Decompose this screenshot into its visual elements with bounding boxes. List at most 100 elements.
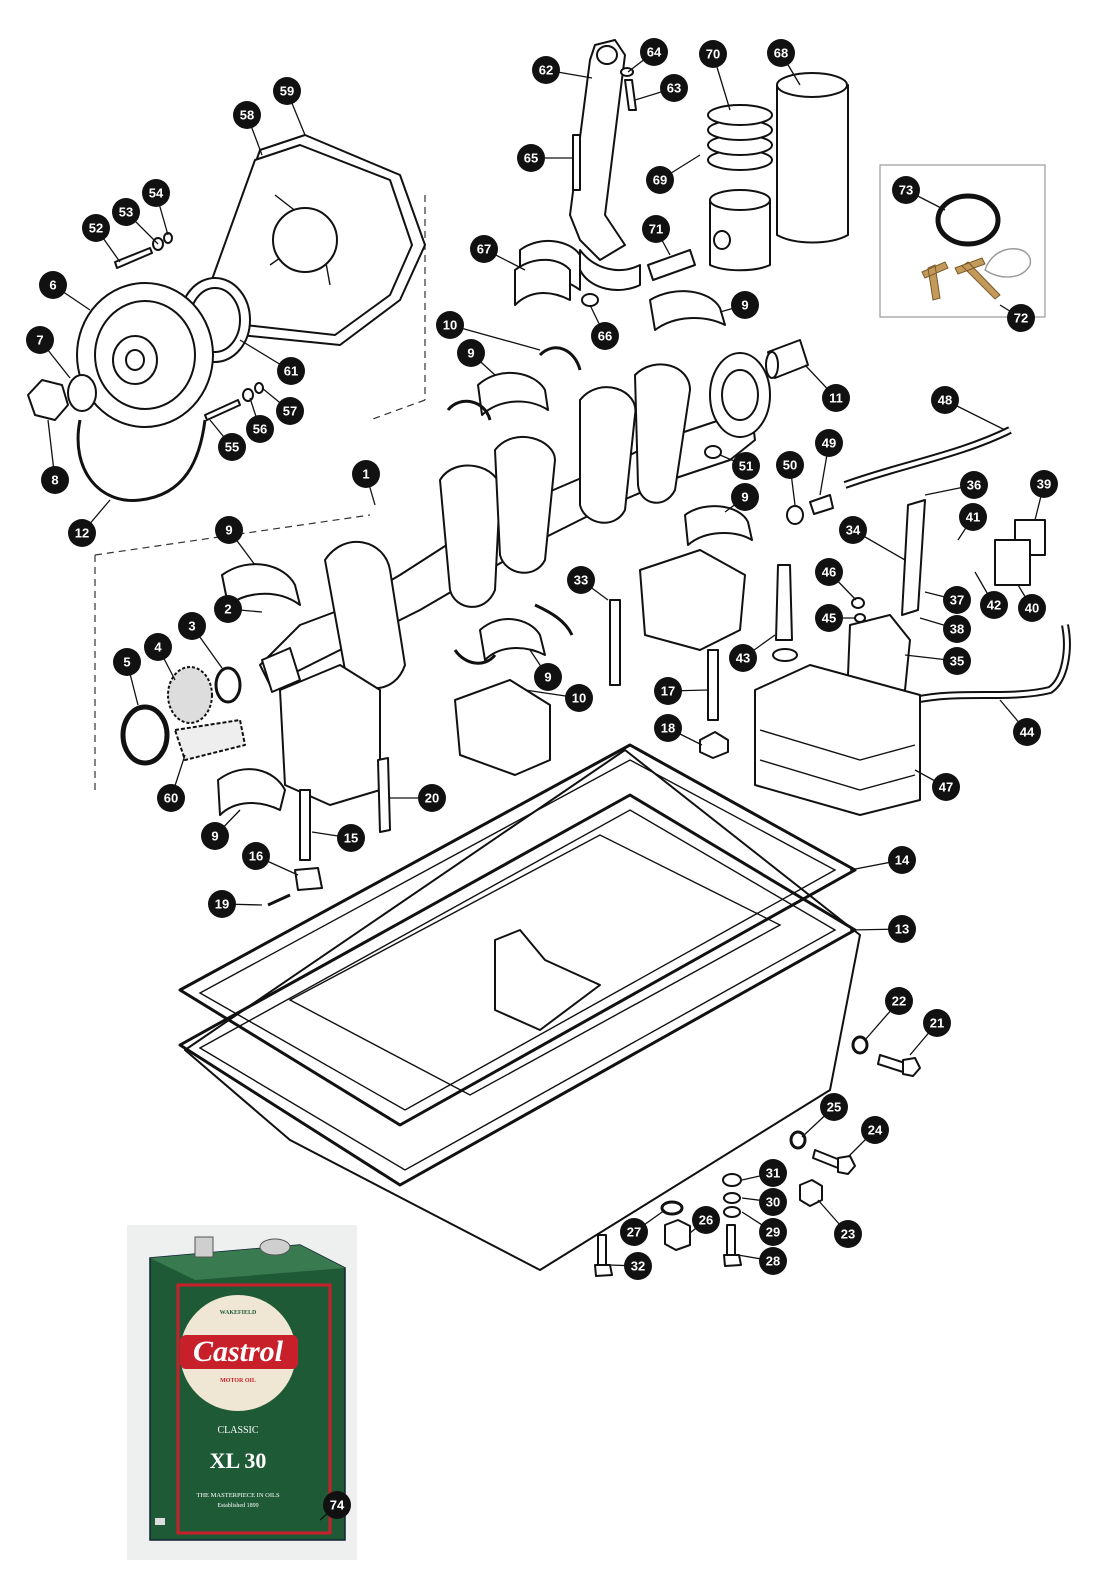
callout-73[interactable]: 73 xyxy=(892,176,920,204)
callout-63[interactable]: 63 xyxy=(660,74,688,102)
callout-9[interactable]: 9 xyxy=(201,822,229,850)
callout-8[interactable]: 8 xyxy=(41,466,69,494)
callout-36[interactable]: 36 xyxy=(960,471,988,499)
callout-label: 62 xyxy=(539,63,553,78)
relief-valve-43 xyxy=(775,564,793,641)
callout-9[interactable]: 9 xyxy=(534,663,562,691)
callout-circle xyxy=(1013,718,1041,746)
callout-9[interactable]: 9 xyxy=(731,483,759,511)
callout-72[interactable]: 72 xyxy=(1007,304,1035,332)
timing-gear xyxy=(120,666,246,766)
callout-15[interactable]: 15 xyxy=(337,824,365,852)
callout-9[interactable]: 9 xyxy=(215,516,243,544)
callout-69[interactable]: 69 xyxy=(646,166,674,194)
callout-circle xyxy=(620,1218,648,1246)
callout-35[interactable]: 35 xyxy=(943,647,971,675)
callout-9[interactable]: 9 xyxy=(457,339,485,367)
callout-28[interactable]: 28 xyxy=(759,1247,787,1275)
callout-circle xyxy=(68,519,96,547)
callout-31[interactable]: 31 xyxy=(759,1159,787,1187)
callout-14[interactable]: 14 xyxy=(888,846,916,874)
callout-23[interactable]: 23 xyxy=(834,1220,862,1248)
callout-25[interactable]: 25 xyxy=(820,1093,848,1121)
callout-circle xyxy=(457,339,485,367)
callout-56[interactable]: 56 xyxy=(246,415,274,443)
callout-label: 72 xyxy=(1014,311,1028,326)
callout-20[interactable]: 20 xyxy=(418,784,446,812)
callout-19[interactable]: 19 xyxy=(208,890,236,918)
callout-1[interactable]: 1 xyxy=(352,460,380,488)
callout-5[interactable]: 5 xyxy=(113,648,141,676)
callout-circle xyxy=(931,386,959,414)
callout-38[interactable]: 38 xyxy=(943,615,971,643)
callout-12[interactable]: 12 xyxy=(68,519,96,547)
callout-10[interactable]: 10 xyxy=(565,684,593,712)
callout-47[interactable]: 47 xyxy=(932,773,960,801)
callout-circle xyxy=(470,235,498,263)
callout-49[interactable]: 49 xyxy=(815,429,843,457)
callout-10[interactable]: 10 xyxy=(436,311,464,339)
callout-22[interactable]: 22 xyxy=(885,987,913,1015)
crankshaft xyxy=(259,352,771,693)
callout-53[interactable]: 53 xyxy=(112,198,140,226)
callout-circle xyxy=(352,460,380,488)
callout-17[interactable]: 17 xyxy=(654,677,682,705)
callout-label: 11 xyxy=(829,391,843,406)
callout-4[interactable]: 4 xyxy=(144,633,172,661)
callout-65[interactable]: 65 xyxy=(517,144,545,172)
callout-16[interactable]: 16 xyxy=(242,842,270,870)
washer-7 xyxy=(67,374,97,412)
callout-42[interactable]: 42 xyxy=(980,591,1008,619)
callout-21[interactable]: 21 xyxy=(923,1009,951,1037)
callout-43[interactable]: 43 xyxy=(729,644,757,672)
callout-52[interactable]: 52 xyxy=(82,214,110,242)
callout-32[interactable]: 32 xyxy=(624,1252,652,1280)
callout-9[interactable]: 9 xyxy=(731,291,759,319)
callout-29[interactable]: 29 xyxy=(759,1218,787,1246)
callout-61[interactable]: 61 xyxy=(277,357,305,385)
callout-46[interactable]: 46 xyxy=(815,558,843,586)
callout-18[interactable]: 18 xyxy=(654,714,682,742)
callout-55[interactable]: 55 xyxy=(218,433,246,461)
callout-3[interactable]: 3 xyxy=(178,612,206,640)
callout-51[interactable]: 51 xyxy=(732,452,760,480)
washer-29 xyxy=(723,1206,741,1218)
callout-60[interactable]: 60 xyxy=(157,784,185,812)
callout-13[interactable]: 13 xyxy=(888,915,916,943)
callout-26[interactable]: 26 xyxy=(692,1206,720,1234)
callout-27[interactable]: 27 xyxy=(620,1218,648,1246)
callout-66[interactable]: 66 xyxy=(591,322,619,350)
callout-6[interactable]: 6 xyxy=(39,271,67,299)
drain-plug-26 xyxy=(664,1219,691,1251)
callout-44[interactable]: 44 xyxy=(1013,718,1041,746)
callout-30[interactable]: 30 xyxy=(759,1188,787,1216)
callout-circle xyxy=(834,1220,862,1248)
callout-68[interactable]: 68 xyxy=(767,39,795,67)
callout-41[interactable]: 41 xyxy=(959,503,987,531)
callout-71[interactable]: 71 xyxy=(642,215,670,243)
callout-70[interactable]: 70 xyxy=(699,40,727,68)
callout-58[interactable]: 58 xyxy=(233,101,261,129)
can-established: Established 1899 xyxy=(217,1503,258,1509)
callout-74[interactable]: 74 xyxy=(323,1491,351,1519)
callout-circle xyxy=(273,77,301,105)
callout-34[interactable]: 34 xyxy=(839,516,867,544)
callout-11[interactable]: 11 xyxy=(822,384,850,412)
callout-33[interactable]: 33 xyxy=(567,566,595,594)
callout-57[interactable]: 57 xyxy=(276,397,304,425)
callout-48[interactable]: 48 xyxy=(931,386,959,414)
callout-64[interactable]: 64 xyxy=(640,38,668,66)
callout-67[interactable]: 67 xyxy=(470,235,498,263)
callout-24[interactable]: 24 xyxy=(861,1116,889,1144)
callout-45[interactable]: 45 xyxy=(815,604,843,632)
callout-40[interactable]: 40 xyxy=(1018,594,1046,622)
callout-54[interactable]: 54 xyxy=(142,179,170,207)
callout-59[interactable]: 59 xyxy=(273,77,301,105)
callout-37[interactable]: 37 xyxy=(943,586,971,614)
callout-62[interactable]: 62 xyxy=(532,56,560,84)
callout-label: 71 xyxy=(649,222,663,237)
callout-2[interactable]: 2 xyxy=(214,595,242,623)
callout-39[interactable]: 39 xyxy=(1030,470,1058,498)
callout-7[interactable]: 7 xyxy=(26,326,54,354)
callout-50[interactable]: 50 xyxy=(776,451,804,479)
